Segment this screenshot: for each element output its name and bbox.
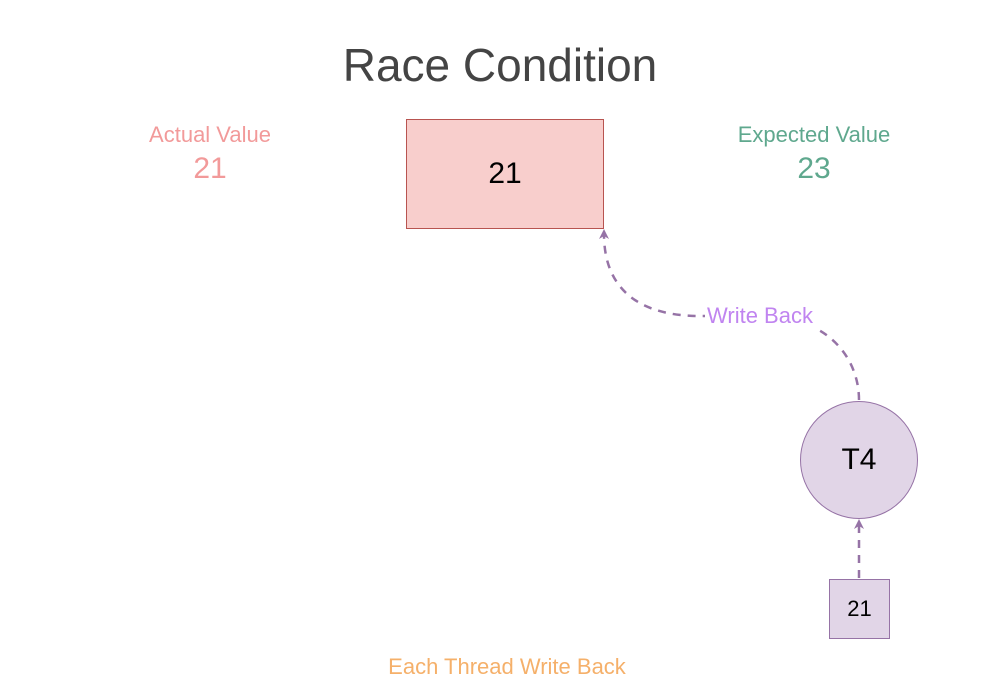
expected-value-block: Expected Value 23 [694, 122, 934, 186]
actual-value-label: Actual Value [149, 122, 271, 147]
thread-node: T4 [800, 401, 918, 519]
actual-value-number: 21 [193, 152, 227, 185]
expected-value-label: Expected Value [737, 122, 891, 147]
thread-local-value: 21 [847, 596, 872, 621]
shared-memory-box: 21 [406, 119, 604, 229]
footer-caption: Each Thread Write Back [388, 654, 626, 679]
thread-name: T4 [841, 443, 877, 476]
expected-value-number: 23 [797, 152, 831, 185]
write-back-label: Write Back [705, 303, 815, 329]
shared-memory-value: 21 [488, 157, 522, 190]
actual-value-block: Actual Value 21 [90, 122, 330, 186]
diagram-title: Race Condition [342, 39, 658, 91]
thread-local-value-box: 21 [829, 579, 890, 639]
write-back-arrow [599, 229, 861, 401]
